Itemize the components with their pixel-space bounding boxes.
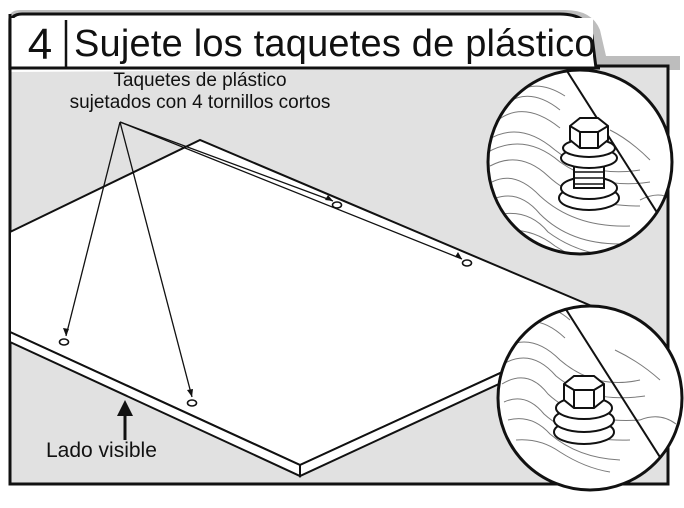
screw-hole <box>331 201 343 209</box>
callout-line-2: sujetados con 4 tornillos cortos <box>69 92 331 113</box>
step-title: Sujete los taquetes de plástico <box>74 23 596 65</box>
step-number: 4 <box>27 20 53 69</box>
leader-lines <box>65 121 463 398</box>
title-tab-fill <box>11 18 593 68</box>
detail-circle-bottom <box>496 304 684 492</box>
screw-bolt-top <box>558 117 620 211</box>
callout-label: Taquetes de plástico sujetados con 4 tor… <box>20 70 380 114</box>
visible-side-label: Lado visible <box>46 439 157 462</box>
screw-holes <box>58 201 473 407</box>
screw-bolt-bottom <box>553 375 615 445</box>
screw-hole <box>186 399 198 407</box>
screw-hole <box>58 338 70 346</box>
leader-arrowheads <box>63 195 462 397</box>
up-arrow <box>117 400 133 440</box>
screw-hole <box>461 259 473 267</box>
callout-line-1: Taquetes de plástico <box>113 70 287 91</box>
